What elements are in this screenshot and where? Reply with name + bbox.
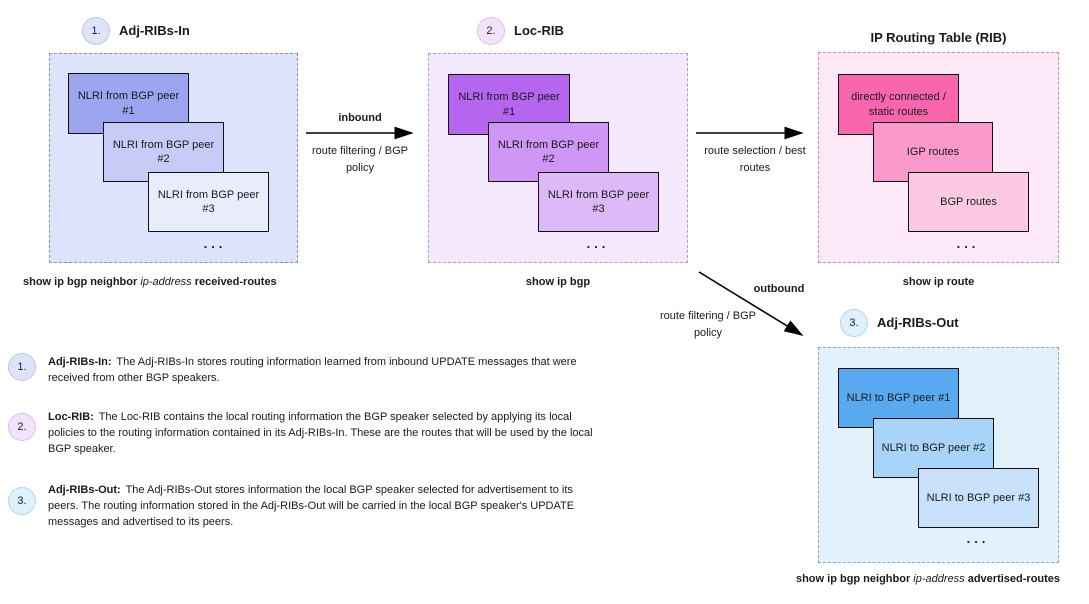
caption-command: show ip bgp neighbor [23, 276, 138, 288]
note2-number: 2. [17, 421, 27, 433]
adj-ribs-in-ellipsis: ... [203, 236, 227, 251]
adj-ribs-in-number: 1. [91, 25, 101, 37]
loc-rib-number-badge: 2. [477, 17, 505, 45]
bgp-routes-box: BGP routes [908, 172, 1029, 232]
loc-rib-caption: show ip bgp [433, 276, 683, 288]
adj-ribs-in-number-badge: 1. [82, 17, 110, 45]
outbound-arrow [698, 271, 804, 336]
route-selection-sublabel: route selection / best routes [704, 145, 806, 174]
adj-ribs-out-title: Adj-RIBs-Out [877, 315, 959, 330]
loc-rib-number: 2. [486, 25, 496, 37]
ip-routing-table-ellipsis: ... [956, 236, 980, 251]
adj-ribs-out-number-badge: 3. [840, 309, 868, 337]
caption-variable: ip-address [913, 573, 965, 585]
nlri-to-peer3-box: NLRI to BGP peer #3 [918, 468, 1039, 528]
caption-suffix: received-routes [194, 276, 277, 288]
locrib-peer3-box: NLRI from BGP peer #3 [538, 172, 659, 232]
adj-ribs-out-caption: show ip bgp neighbor ip-address advertis… [770, 573, 1086, 585]
inbound-label: inbound [338, 112, 382, 124]
note2-text: Loc-RIB: The Loc-RIB contains the local … [48, 409, 606, 457]
loc-rib-title: Loc-RIB [514, 23, 564, 38]
caption-command: show ip bgp [525, 276, 591, 288]
note2-body: The Loc-RIB contains the local routing i… [48, 411, 593, 455]
adj-ribs-in-caption: show ip bgp neighbor ip-address received… [23, 276, 277, 288]
outbound-sublabel: route filtering / BGP policy [660, 310, 756, 339]
ip-routing-table-title: IP Routing Table (RIB) [870, 30, 1007, 45]
caption-command: show ip route [902, 276, 975, 288]
inbound-sublabel: route filtering / BGP policy [312, 145, 408, 174]
caption-variable: ip-address [140, 276, 192, 288]
note3-lead: Adj-RIBs-Out: [48, 484, 121, 496]
note2-lead: Loc-RIB: [48, 411, 94, 423]
adj-ribs-in-title: Adj-RIBs-In [119, 23, 190, 38]
nlri-from-peer3-box: NLRI from BGP peer #3 [148, 172, 269, 232]
note1-number: 1. [17, 361, 27, 373]
caption-command: show ip bgp neighbor [795, 573, 911, 585]
note1-text: Adj-RIBs-In: The Adj-RIBs-In stores rout… [48, 354, 606, 386]
note1-lead: Adj-RIBs-In: [48, 356, 112, 368]
outbound-label: outbound [753, 283, 805, 295]
note3-number-badge: 3. [8, 487, 36, 515]
note3-body: The Adj-RIBs-Out stores information the … [48, 484, 575, 528]
adj-ribs-out-ellipsis: ... [966, 531, 990, 546]
adj-ribs-out-number: 3. [849, 317, 859, 329]
note3-number: 3. [17, 495, 27, 507]
caption-suffix: advertised-routes [967, 573, 1061, 585]
note1-body: The Adj-RIBs-In stores routing informati… [48, 356, 577, 384]
ip-routing-table-caption: show ip route [818, 276, 1059, 288]
note3-text: Adj-RIBs-Out: The Adj-RIBs-Out stores in… [48, 482, 606, 530]
route-selection-arrow [696, 126, 804, 140]
note2-number-badge: 2. [8, 413, 36, 441]
loc-rib-ellipsis: ... [586, 236, 610, 251]
note1-number-badge: 1. [8, 353, 36, 381]
inbound-arrow [306, 126, 414, 140]
